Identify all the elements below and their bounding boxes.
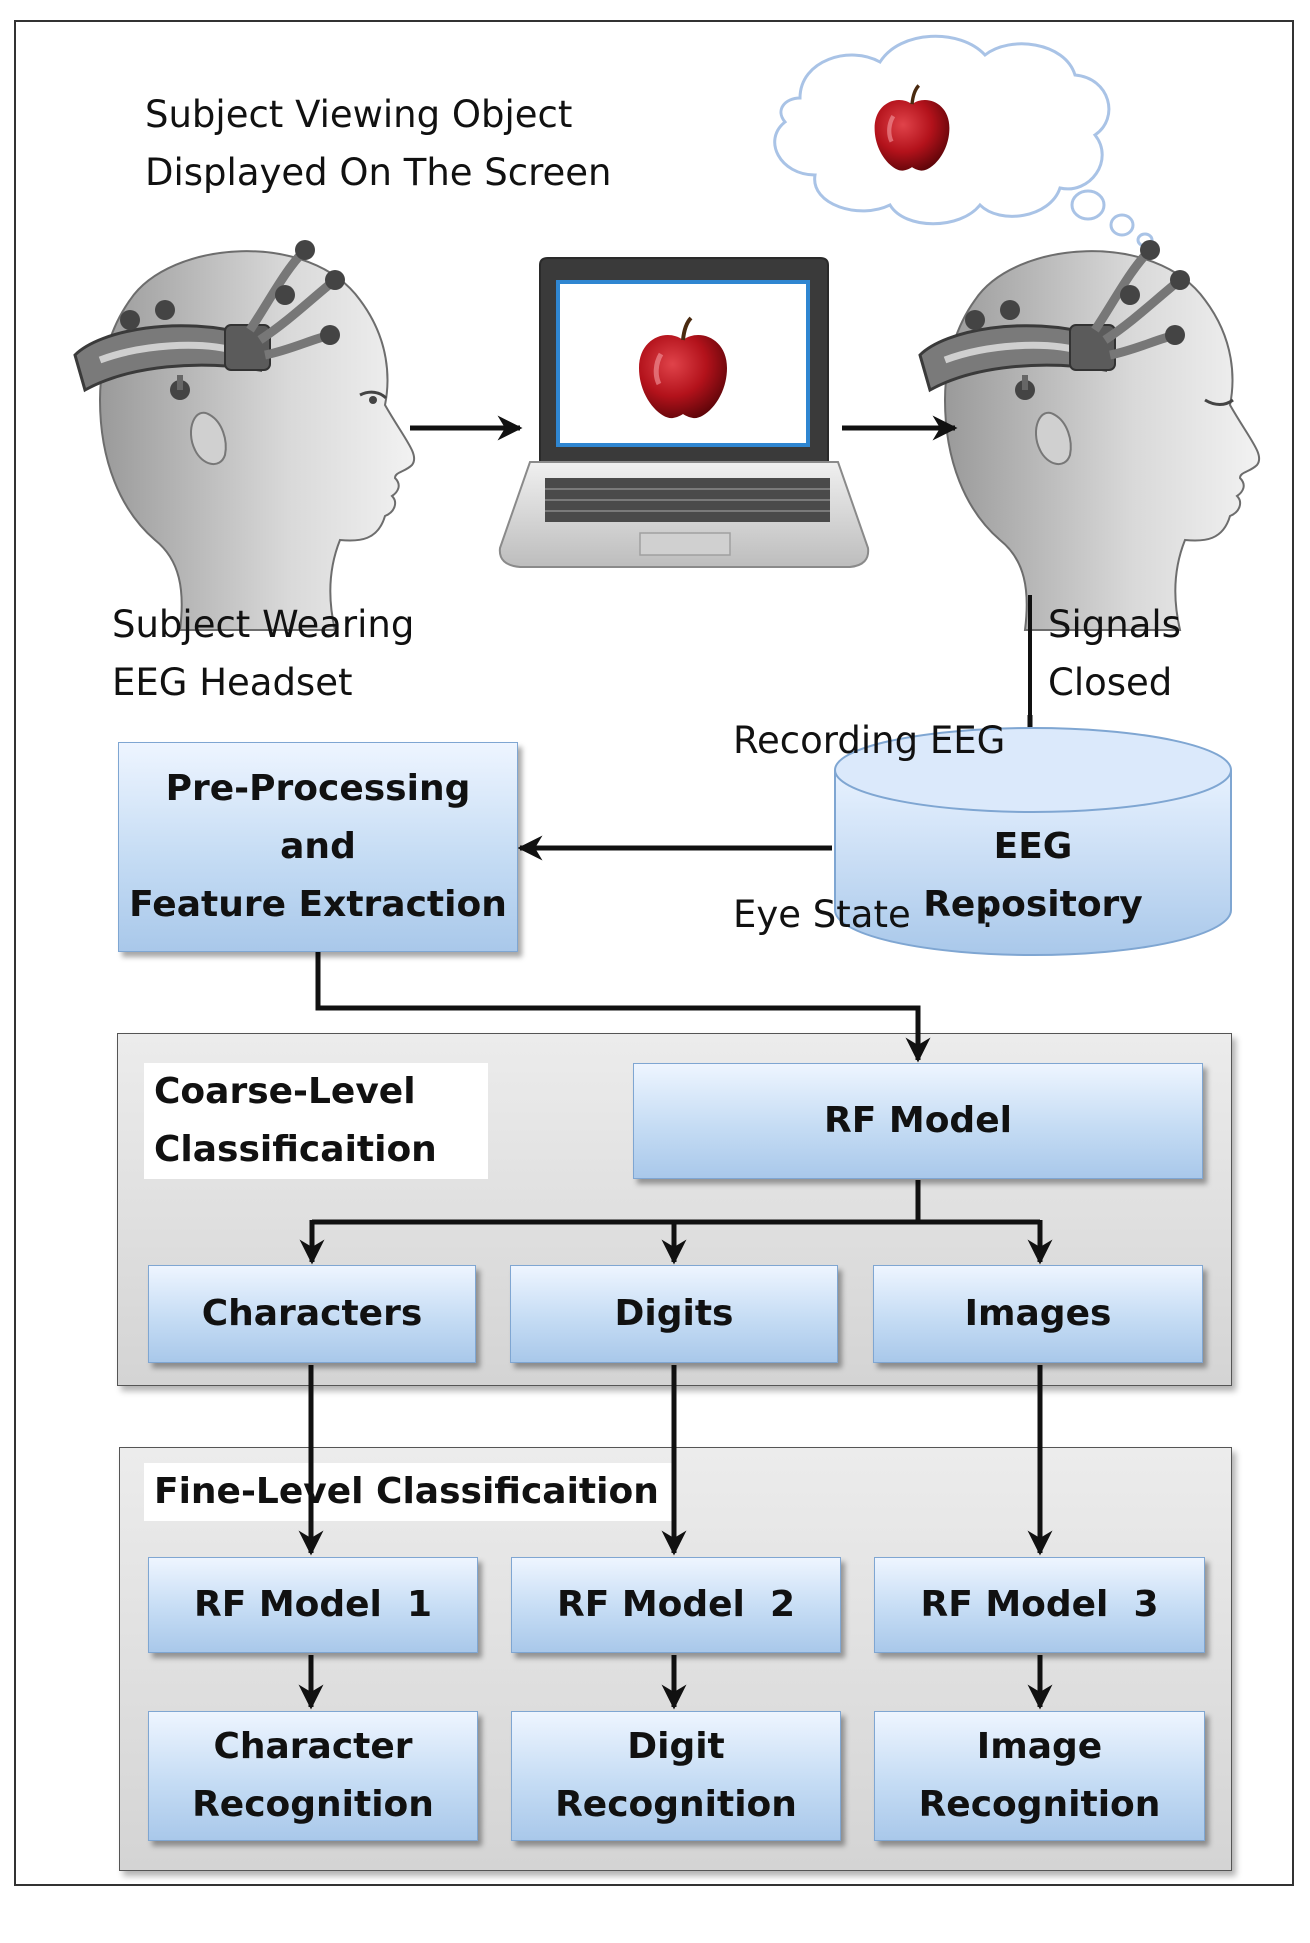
characters-box: Characters bbox=[148, 1265, 476, 1363]
digit-recognition-box: Digit Recognition bbox=[511, 1711, 841, 1841]
digit-recognition-line-1: Digit bbox=[627, 1726, 725, 1767]
eeg-headset-head-icon bbox=[920, 240, 1261, 631]
digits-label: Digits bbox=[614, 1293, 734, 1334]
digits-box: Digits bbox=[510, 1265, 838, 1363]
eeg-repository-cylinder bbox=[834, 727, 1232, 956]
rf-model-2-box: RF Model 2 bbox=[511, 1557, 841, 1653]
coarse-level-label: Coarse-Level Classificaition bbox=[144, 1063, 488, 1179]
caption-subject-wearing-line-2: EEG Headset bbox=[112, 661, 353, 704]
image-recognition-box: Image Recognition bbox=[874, 1711, 1205, 1841]
eeg-repository-label: EEG Repository bbox=[835, 818, 1231, 934]
character-recognition-box: Character Recognition bbox=[148, 1711, 478, 1841]
caption-subject-viewing: Subject Viewing Object Displayed On The … bbox=[145, 86, 612, 202]
preprocessing-line-3: Feature Extraction bbox=[129, 884, 507, 925]
preprocessing-line-1: Pre-Processing bbox=[165, 768, 471, 809]
rf-model-box: RF Model bbox=[633, 1063, 1203, 1179]
rf-model-1-box: RF Model 1 bbox=[148, 1557, 478, 1653]
caption-recording-left-line-2: Eye State : bbox=[733, 893, 994, 936]
caption-subject-viewing-line-1: Subject Viewing Object bbox=[145, 93, 573, 136]
caption-recording-right: Signals Closed bbox=[1048, 596, 1181, 712]
preprocessing-line-2: and bbox=[280, 826, 356, 867]
characters-label: Characters bbox=[201, 1293, 423, 1334]
rf-model-label: RF Model bbox=[824, 1100, 1012, 1141]
caption-recording-right-line-1: Signals bbox=[1048, 603, 1181, 646]
arrow-preprocessing-to-rf bbox=[315, 952, 931, 1063]
images-box: Images bbox=[873, 1265, 1203, 1363]
image-recognition-line-1: Image bbox=[976, 1726, 1103, 1767]
eeg-repository-label-line-1: EEG bbox=[993, 826, 1073, 867]
coarse-level-label-line-2: Classificaition bbox=[154, 1129, 437, 1170]
caption-recording-left-line-1: Recording EEG bbox=[733, 719, 1006, 762]
character-recognition-line-1: Character bbox=[213, 1726, 413, 1767]
rf-model-3-label: RF Model 3 bbox=[920, 1584, 1159, 1625]
caption-recording-left: Recording EEG Eye State : bbox=[733, 596, 1005, 1002]
caption-subject-wearing: Subject Wearing EEG Headset bbox=[112, 596, 414, 712]
caption-recording-right-line-2: Closed bbox=[1048, 661, 1173, 704]
fine-level-label-text: Fine-Level Classificaition bbox=[154, 1471, 659, 1512]
images-label: Images bbox=[964, 1293, 1112, 1334]
rf-model-1-label: RF Model 1 bbox=[193, 1584, 433, 1625]
caption-subject-wearing-line-1: Subject Wearing bbox=[112, 603, 415, 646]
coarse-level-label-line-1: Coarse-Level bbox=[154, 1071, 416, 1112]
thought-cloud-icon bbox=[773, 34, 1154, 248]
rf-model-2-label: RF Model 2 bbox=[556, 1584, 796, 1625]
fine-level-label: Fine-Level Classificaition bbox=[144, 1463, 673, 1521]
eeg-headset-head-icon bbox=[75, 240, 416, 631]
digit-recognition-line-2: Recognition bbox=[555, 1784, 797, 1825]
eeg-repository-label-line-2: Repository bbox=[923, 884, 1143, 925]
preprocessing-box: Pre-Processing and Feature Extraction bbox=[118, 742, 518, 952]
image-recognition-line-2: Recognition bbox=[918, 1784, 1161, 1825]
character-recognition-line-2: Recognition bbox=[192, 1784, 434, 1825]
caption-subject-viewing-line-2: Displayed On The Screen bbox=[145, 151, 612, 194]
rf-model-3-box: RF Model 3 bbox=[874, 1557, 1205, 1653]
